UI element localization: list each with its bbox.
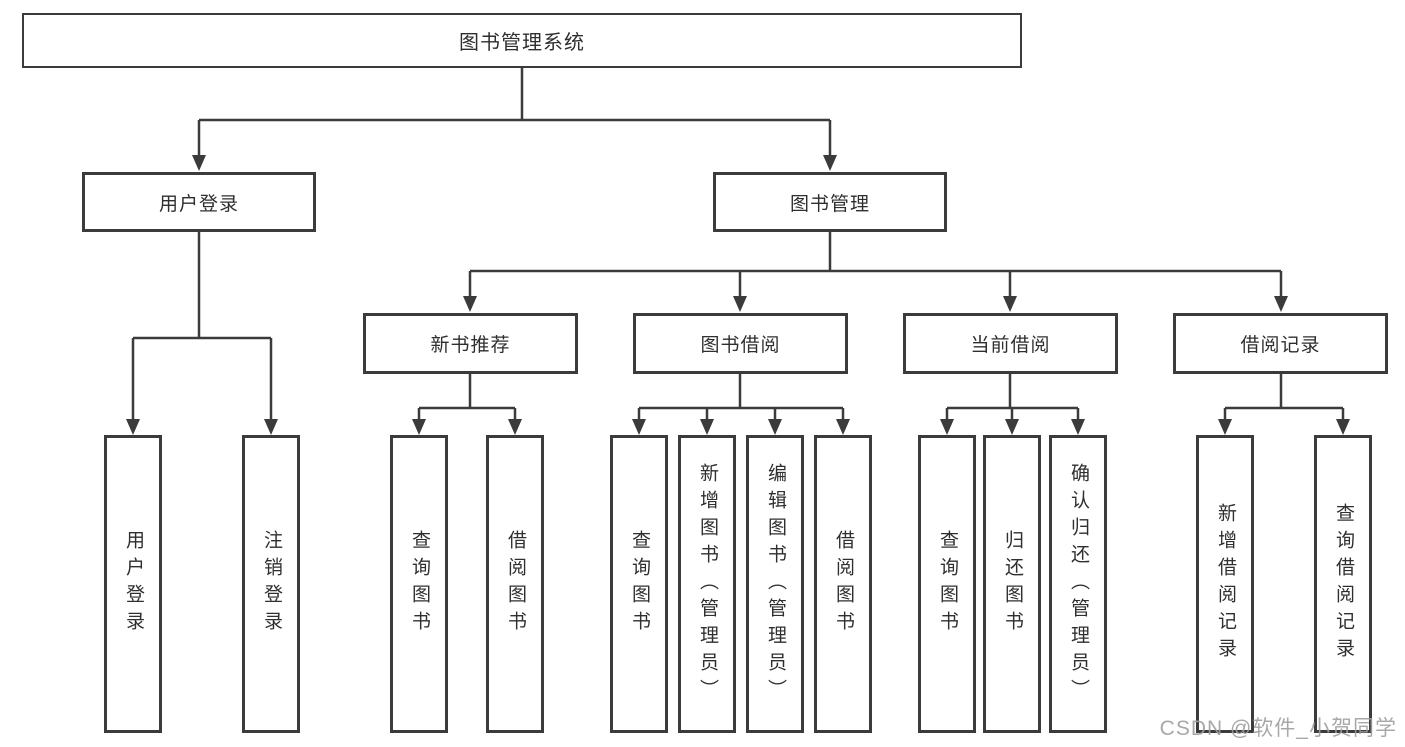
node-current-borrow: 当前借阅 (903, 313, 1118, 374)
node-leaf-return-book: 归还图书 (983, 435, 1041, 733)
node-borrow-records: 借阅记录 (1173, 313, 1388, 374)
node-leaf-confirm-return-admin: 确认归还（管理员） (1049, 435, 1107, 733)
node-book-borrow: 图书借阅 (633, 313, 848, 374)
node-new-book-rec: 新书推荐 (363, 313, 578, 374)
node-leaf-add-borrow-record: 新增借阅记录 (1196, 435, 1254, 733)
node-leaf-add-book-admin: 新增图书（管理员） (678, 435, 736, 733)
node-leaf-query-book-3: 查询图书 (918, 435, 976, 733)
node-leaf-borrow-book-2: 借阅图书 (814, 435, 872, 733)
node-leaf-logout: 注销登录 (242, 435, 300, 733)
node-leaf-edit-book-admin: 编辑图书（管理员） (746, 435, 804, 733)
node-leaf-query-borrow-record: 查询借阅记录 (1314, 435, 1372, 733)
node-leaf-borrow-book-1: 借阅图书 (486, 435, 544, 733)
node-leaf-user-login: 用户登录 (104, 435, 162, 733)
node-root: 图书管理系统 (22, 13, 1022, 68)
node-leaf-query-book-2: 查询图书 (610, 435, 668, 733)
csdn-watermark: CSDN @软件_小贺同学 (1159, 717, 1397, 740)
node-book-mgmt-group: 图书管理 (713, 172, 947, 232)
node-leaf-query-book-1: 查询图书 (390, 435, 448, 733)
node-user-login-group: 用户登录 (82, 172, 316, 232)
